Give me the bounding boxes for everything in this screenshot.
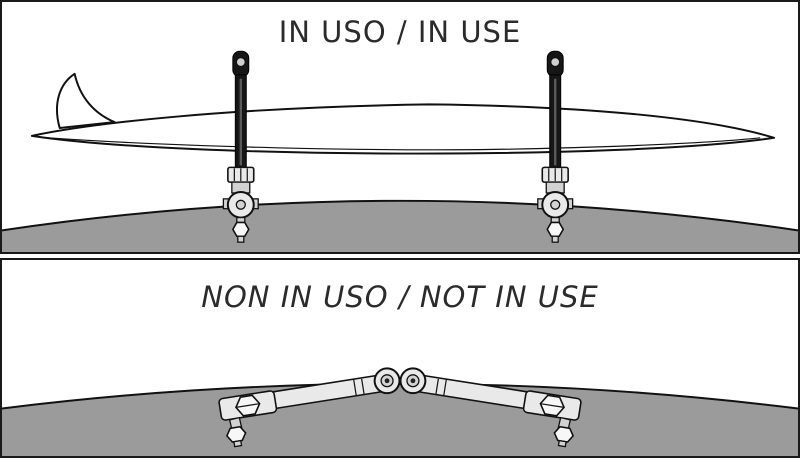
- panel-not-in-use: NON IN USO / NOT IN USE: [0, 258, 800, 458]
- in-use-illustration: [2, 50, 798, 252]
- panel-in-use: IN USO / IN USE: [0, 0, 800, 254]
- roof-bar: [2, 200, 798, 252]
- surfboard: [30, 72, 776, 155]
- surfboard-outline: [30, 103, 776, 155]
- roof-bar: [2, 383, 798, 456]
- surfboard-fin: [56, 72, 116, 129]
- not-in-use-illustration: [2, 367, 798, 456]
- roof-bar-edge: [2, 199, 798, 232]
- not-in-use-title: NON IN USO / NOT IN USE: [201, 280, 599, 314]
- folded-rack: [217, 367, 583, 449]
- surfboard-rail-line: [47, 137, 761, 151]
- in-use-title: IN USO / IN USE: [278, 15, 522, 49]
- rack-hinge: [373, 367, 427, 395]
